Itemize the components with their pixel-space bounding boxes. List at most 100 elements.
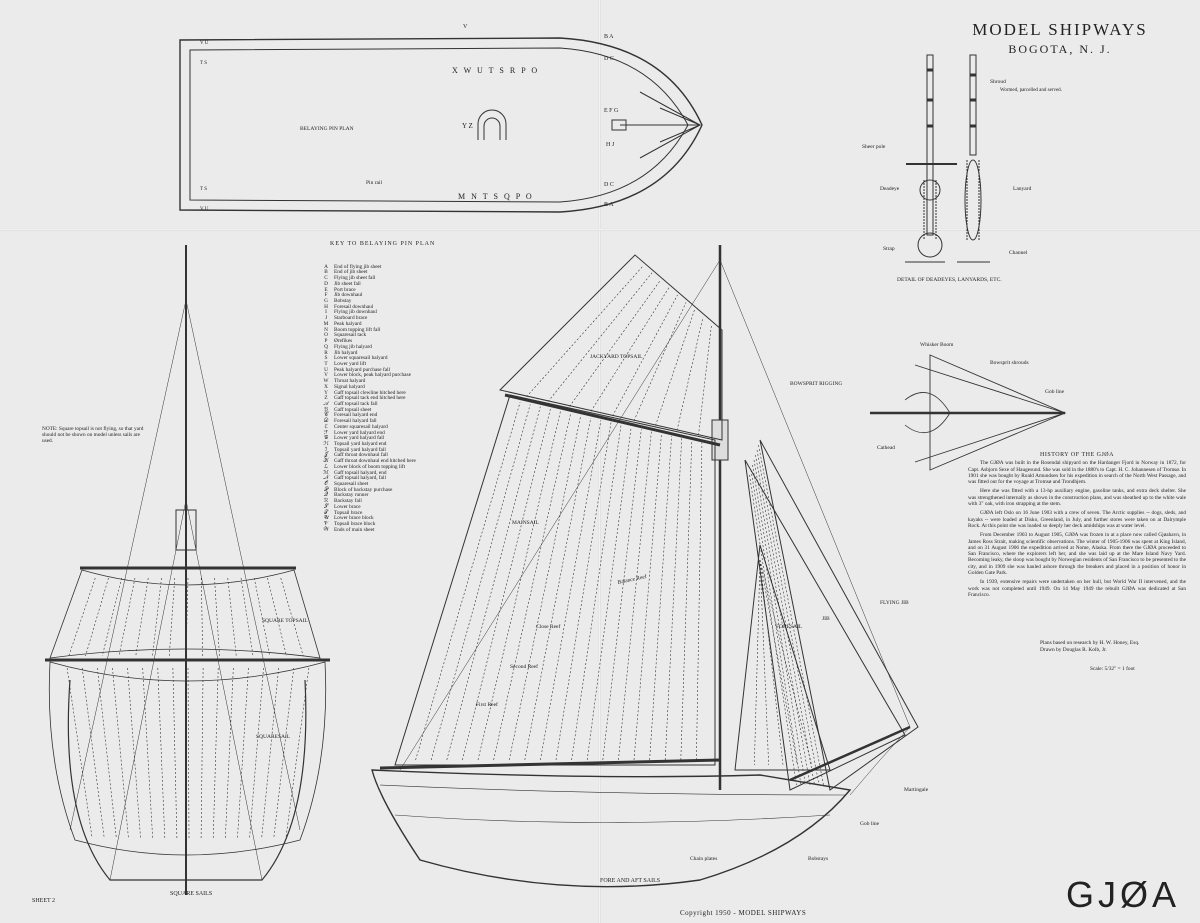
key-letter: 𝒢 bbox=[324, 435, 328, 442]
key-letter: Q bbox=[324, 343, 328, 350]
ship-title: GJØA bbox=[1066, 874, 1181, 915]
sail-seam bbox=[66, 667, 93, 839]
key-letter: V bbox=[324, 372, 328, 379]
key-letter: 𝒱 bbox=[323, 521, 329, 528]
key-letter: ℒ bbox=[324, 463, 328, 470]
svg-text:Sheer pole: Sheer pole bbox=[862, 144, 886, 150]
key-description: Gaff topsail halyard, end bbox=[334, 469, 387, 476]
key-description: Center squaresail halyard bbox=[334, 423, 388, 430]
sail-seam bbox=[755, 454, 815, 786]
sail-seam bbox=[187, 667, 190, 839]
sail-seam bbox=[664, 438, 682, 761]
deadeye-caption: DETAIL OF DEADEYES, LANYARDS, ETC. bbox=[897, 277, 1002, 283]
pin-plan-label: BELAYING PIN PLAN bbox=[300, 126, 354, 132]
key-letter: U bbox=[324, 366, 328, 373]
sail-seam bbox=[555, 422, 612, 761]
key-description: Throat halyard bbox=[334, 378, 366, 385]
key-letter: 𝒞 bbox=[324, 412, 328, 419]
key-letter: 𝒥 bbox=[324, 452, 328, 459]
key-letter: S bbox=[324, 355, 328, 362]
key-letter: 𝒲 bbox=[323, 526, 329, 533]
brand-header: MODEL SHIPWAYS BOGOTA, N. J. bbox=[950, 20, 1170, 57]
key-description: Squaresail tack bbox=[334, 332, 367, 339]
key-description: Foresail downhaul bbox=[334, 303, 374, 310]
svg-text:FLYING JIB: FLYING JIB bbox=[880, 600, 909, 606]
sail-seam bbox=[524, 417, 592, 761]
key-description: Ends of main sheet bbox=[334, 526, 375, 533]
sail-seam bbox=[285, 667, 310, 839]
square-sails-view: SQUARE TOPSAIL SQUARESAIL SQUARE SAILS bbox=[45, 245, 330, 897]
svg-text:H J: H J bbox=[606, 142, 615, 148]
key-description: Gaff topsail sheet bbox=[334, 406, 372, 413]
sail-seam bbox=[267, 577, 287, 657]
svg-text:Strap: Strap bbox=[883, 246, 895, 252]
bowsprit-plan bbox=[620, 91, 702, 159]
svg-text:E F G: E F G bbox=[604, 108, 619, 114]
sail-seam bbox=[142, 667, 153, 839]
key-description: Flying jib downhaul bbox=[334, 309, 377, 316]
key-description: Jib halyard bbox=[334, 349, 358, 356]
sail-seam bbox=[696, 442, 703, 761]
sail-seam bbox=[261, 667, 279, 839]
svg-text:Second Reef: Second Reef bbox=[510, 663, 538, 670]
sail-seam bbox=[225, 667, 234, 839]
sail-seam bbox=[85, 577, 109, 657]
svg-text:Wormed, parcelled and served.: Wormed, parcelled and served. bbox=[1000, 88, 1062, 93]
svg-text:B A: B A bbox=[604, 34, 614, 40]
sail-seam bbox=[157, 667, 166, 839]
key-letter: Z bbox=[324, 395, 328, 402]
history-title: HISTORY OF THE GJØA bbox=[1040, 452, 1114, 458]
key-description: Gaff throat downhaul fall bbox=[334, 452, 388, 459]
key-description: Gaff topsail halyard, fall bbox=[334, 475, 386, 482]
sail-seam bbox=[462, 408, 551, 761]
sail-seam bbox=[240, 577, 254, 657]
svg-text:V U: V U bbox=[200, 207, 209, 212]
sail-seam bbox=[547, 272, 653, 402]
sail-seam bbox=[118, 577, 136, 657]
key-item: R Jib halyard bbox=[318, 349, 488, 357]
svg-text:Whisker Boom: Whisker Boom bbox=[920, 342, 954, 348]
key-letter: 𝒜 bbox=[323, 400, 329, 407]
key-description: Topsail brace bbox=[334, 509, 363, 516]
bowsprit-rigging: BOWSPRIT RIGGING Whisker Boom Bowsprit s… bbox=[790, 342, 1067, 471]
history-paragraph: Here she was fitted with a 13-hp auxilia… bbox=[968, 488, 1186, 508]
key-description: Lower yard lift bbox=[334, 360, 367, 367]
sail-seam bbox=[633, 302, 687, 421]
key-item: ℬ Gaff topsail sheet bbox=[318, 406, 488, 414]
svg-text:Bowsprit shrouds: Bowsprit shrouds bbox=[990, 360, 1029, 366]
sail-seam bbox=[612, 294, 678, 417]
key-letter: 𝒟 bbox=[323, 418, 329, 425]
bitts bbox=[477, 109, 507, 140]
svg-text:FORESAIL: FORESAIL bbox=[776, 624, 803, 630]
key-description: Gaff topsail clewline hitched here bbox=[334, 389, 406, 396]
key-letter: ℬ bbox=[323, 406, 329, 413]
sail-seam bbox=[127, 667, 141, 839]
history-paragraph: GJØA left Oslo on 16 June 1903 with a cr… bbox=[968, 510, 1186, 529]
sail-seam bbox=[172, 667, 178, 839]
svg-text:V: V bbox=[463, 24, 468, 30]
svg-text:Bobstays: Bobstays bbox=[808, 856, 828, 862]
svg-text:D C: D C bbox=[604, 182, 614, 188]
company-location: BOGOTA, N. J. bbox=[1008, 42, 1112, 56]
key-letter: G bbox=[324, 298, 328, 305]
sail-seam bbox=[493, 413, 571, 761]
copyright: Copyright 1950 - MODEL SHIPWAYS bbox=[680, 909, 807, 917]
key-letter: R bbox=[324, 349, 328, 356]
key-letter: ℱ bbox=[323, 429, 329, 436]
boom bbox=[379, 758, 721, 770]
pin-letters-center: Y Z bbox=[462, 122, 473, 130]
